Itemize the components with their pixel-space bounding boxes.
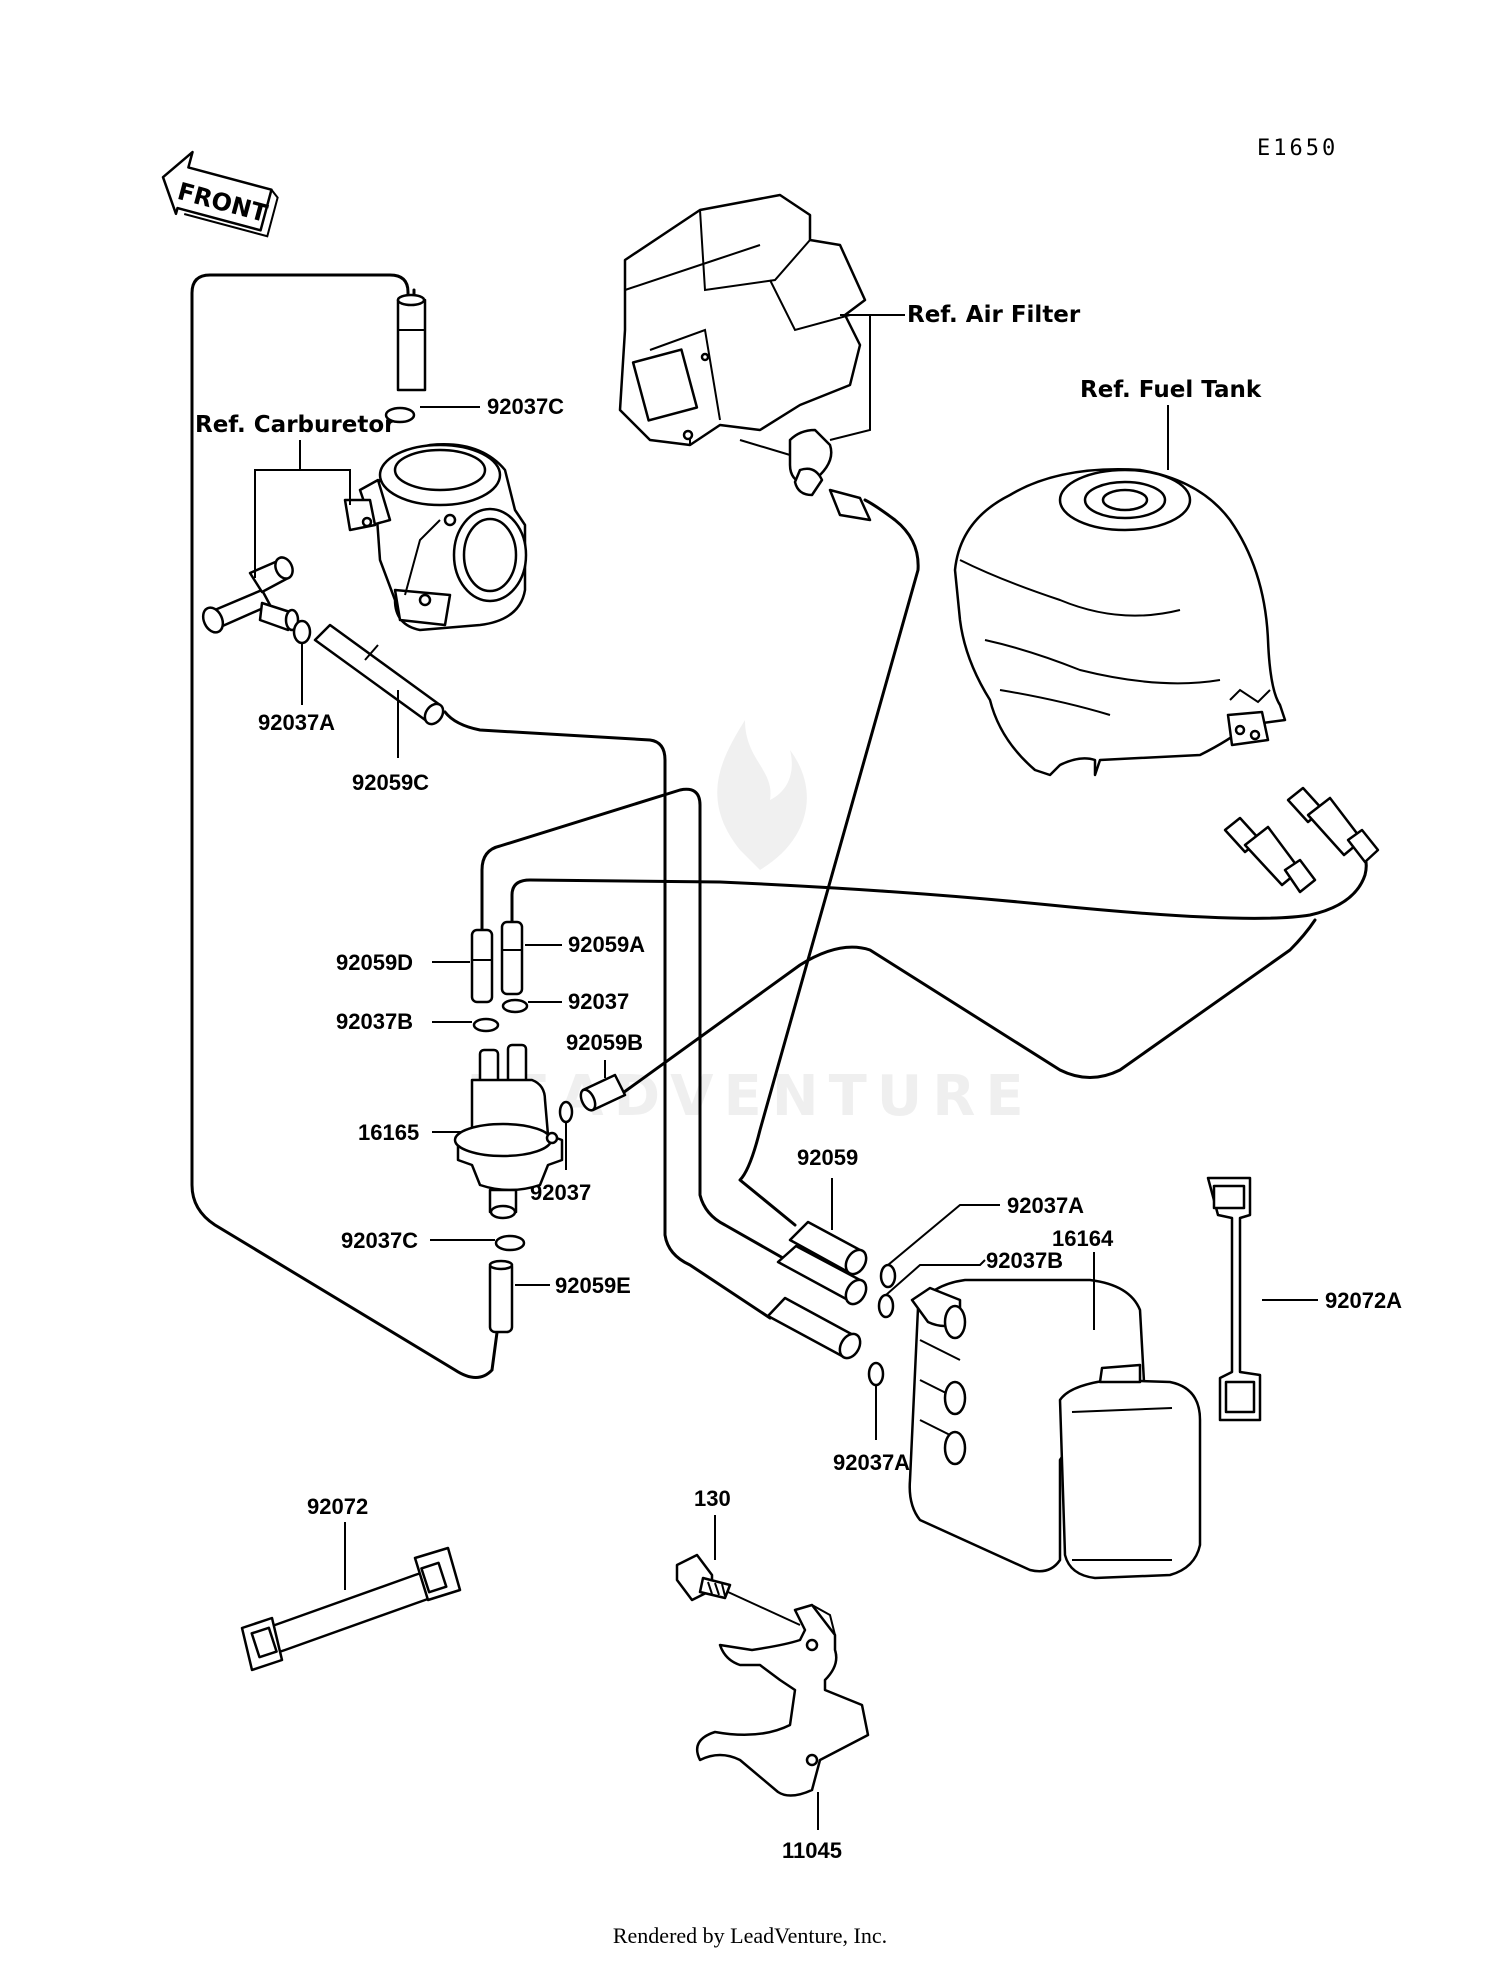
label-16164: 16164 bbox=[1052, 1226, 1114, 1251]
label-92037A-left: 92037A bbox=[258, 710, 335, 735]
hose-92059C bbox=[313, 623, 445, 726]
label-92037B-right: 92037B bbox=[986, 1248, 1063, 1273]
vent-hose-top bbox=[396, 293, 427, 392]
label-92059E: 92059E bbox=[555, 1273, 631, 1298]
clamp-92037A-left bbox=[292, 619, 312, 645]
label-92072A: 92072A bbox=[1325, 1288, 1402, 1313]
hose-carb-to-canister bbox=[443, 710, 772, 1320]
bolt-130-guide bbox=[727, 1591, 801, 1626]
label-92037-upper: 92037 bbox=[568, 989, 629, 1014]
label-92037B-left: 92037B bbox=[336, 1009, 413, 1034]
hose-92059A-to-tank bbox=[510, 846, 1368, 932]
ref-fuel-tank-label: Ref. Fuel Tank bbox=[1080, 377, 1262, 403]
diagram-code: E1650 bbox=[1257, 136, 1338, 161]
clamp-92037C-top bbox=[384, 406, 416, 424]
leadventure-watermark: LEADVENTURE bbox=[466, 720, 1033, 1129]
bracket-11045 bbox=[695, 1603, 870, 1797]
label-92059C: 92059C bbox=[352, 770, 429, 795]
hose-airfilter-to-canister bbox=[738, 498, 920, 1227]
valve-16165 bbox=[453, 1043, 564, 1220]
bolt-130 bbox=[675, 1553, 732, 1602]
hose-routing bbox=[190, 273, 1368, 1379]
hose-vent-loop bbox=[190, 273, 500, 1379]
strap-92072 bbox=[240, 1546, 462, 1672]
ref-carburetor-leader bbox=[254, 440, 351, 578]
carburetor-tee-fitting bbox=[201, 556, 300, 634]
hoses-92059 bbox=[766, 1220, 868, 1360]
label-92037C-top: 92037C bbox=[487, 394, 564, 419]
hose-92059A bbox=[500, 920, 524, 996]
credit-text: Rendered by LeadVenture, Inc. bbox=[613, 1923, 887, 1948]
label-92037A-upper: 92037A bbox=[1007, 1193, 1084, 1218]
label-16165: 16165 bbox=[358, 1120, 419, 1145]
hose-92059E bbox=[488, 1259, 514, 1334]
clamp-92037B-right bbox=[877, 1293, 895, 1319]
label-92059A: 92059A bbox=[568, 932, 645, 957]
clamp-92037-lower bbox=[558, 1100, 574, 1124]
label-11045: 11045 bbox=[782, 1838, 842, 1863]
air-filter-housing bbox=[618, 193, 872, 522]
label-92072: 92072 bbox=[307, 1494, 368, 1519]
hose-92059D bbox=[470, 928, 494, 1004]
hose-92059D-to-canister bbox=[480, 787, 792, 1264]
ref-air-filter-leader bbox=[829, 314, 905, 441]
label-92059: 92059 bbox=[797, 1145, 858, 1170]
clamp-92037A-lower bbox=[867, 1361, 885, 1387]
label-92037A-lower: 92037A bbox=[833, 1450, 910, 1475]
clamp-92037-upper bbox=[501, 998, 529, 1014]
tank-tube-fittings bbox=[1223, 786, 1380, 894]
ref-air-filter-label: Ref. Air Filter bbox=[907, 302, 1081, 328]
watermark-text: LEADVENTURE bbox=[466, 1064, 1033, 1129]
label-92059D: 92059D bbox=[336, 950, 413, 975]
fuel-tank bbox=[953, 468, 1287, 777]
front-arrow: FRONT bbox=[161, 150, 279, 238]
carburetor bbox=[343, 443, 528, 632]
hose-92059B bbox=[579, 1073, 627, 1112]
canister-16164 bbox=[908, 1278, 1202, 1580]
clamp-92037B-left bbox=[472, 1017, 500, 1033]
label-92059B: 92059B bbox=[566, 1030, 643, 1055]
strap-92072A bbox=[1206, 1176, 1262, 1422]
clamp-92037C-lower bbox=[494, 1234, 526, 1252]
hose-92059B-to-tank bbox=[618, 918, 1317, 1097]
ref-carburetor-label: Ref. Carburetor bbox=[195, 412, 396, 438]
label-130: 130 bbox=[694, 1486, 731, 1511]
clamp-92037A-upper bbox=[879, 1263, 897, 1289]
label-92037C-lower: 92037C bbox=[341, 1228, 418, 1253]
